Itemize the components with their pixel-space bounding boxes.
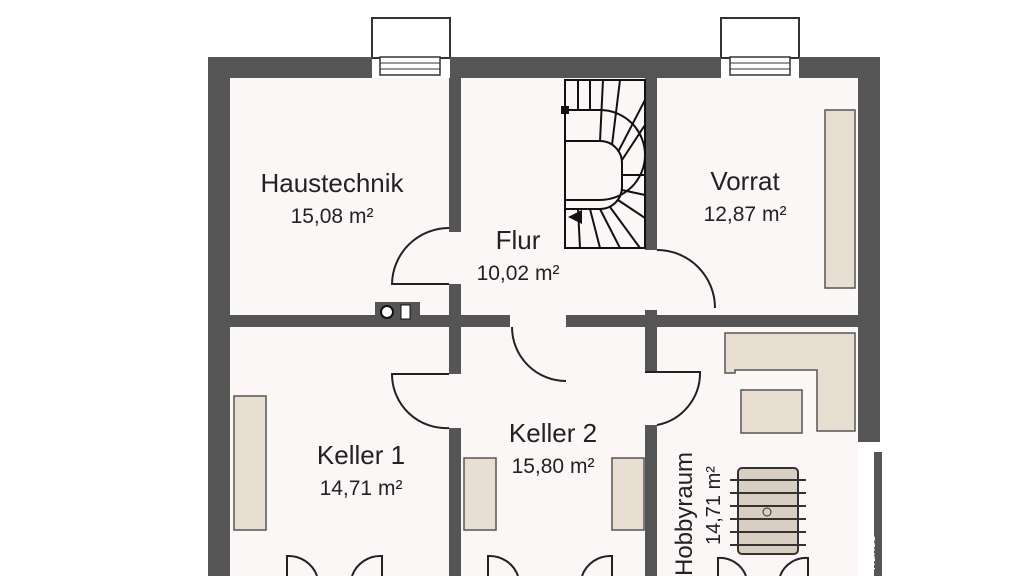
shelf-vorrat	[824, 109, 856, 289]
room-area-flur: 10,02 m²	[477, 262, 560, 285]
room-area-keller1: 14,71 m²	[320, 477, 403, 500]
room-name-flur: Flur	[496, 225, 541, 255]
room-area-vorrat: 12,87 m²	[704, 203, 787, 226]
room-name-vorrat: Vorrat	[710, 166, 780, 196]
window-right	[720, 17, 800, 76]
shelf-keller1	[233, 395, 267, 531]
furniture	[233, 109, 856, 555]
foosball-table-icon	[730, 467, 806, 555]
coffee-table	[740, 389, 803, 434]
shelf-keller2-left	[463, 457, 497, 531]
room-area-keller2: 15,80 m²	[512, 455, 595, 478]
shelf-keller2-right	[611, 457, 645, 531]
corner-sofa	[724, 332, 856, 432]
room-area-hobbyraum: 14,71 m²	[703, 466, 725, 545]
room-area-haustechnik: 15,08 m²	[291, 205, 374, 228]
room-name-haustechnik: Haustechnik	[260, 168, 404, 198]
doors	[286, 227, 809, 576]
utility-symbol	[375, 302, 420, 322]
walls	[208, 57, 882, 576]
room-name-hobbyraum: Hobbyraum	[671, 452, 698, 576]
room-name-keller2: Keller 2	[509, 418, 597, 448]
staircase	[561, 79, 646, 249]
room-name-keller1: Keller 1	[317, 440, 405, 470]
side-label: ndriss	[863, 535, 878, 570]
window-left	[371, 17, 451, 76]
